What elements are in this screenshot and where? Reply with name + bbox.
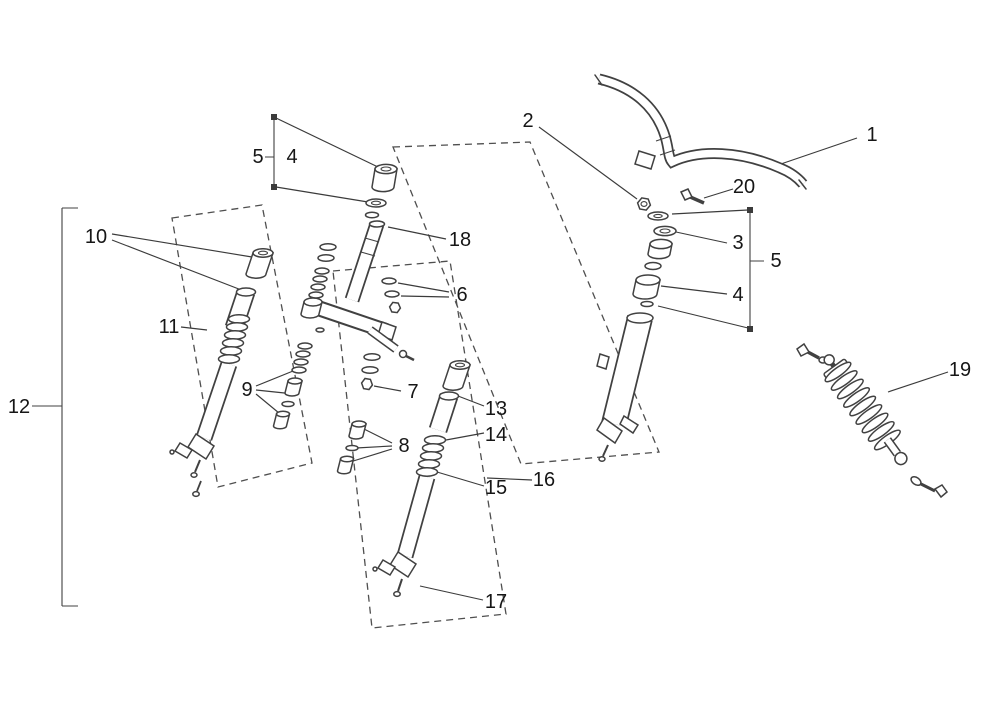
part-label-19: 19 <box>949 359 971 381</box>
group-bracket-5-left <box>265 114 277 190</box>
dashed-region-steering-column <box>392 141 660 465</box>
part-label-1: 1 <box>866 124 877 146</box>
part-label-4-left: 4 <box>286 146 297 168</box>
part-label-14: 14 <box>485 424 507 446</box>
steering-stem-drawing <box>300 220 415 362</box>
part-label-17: 17 <box>485 591 507 613</box>
part-label-5-left: 5 <box>252 146 263 168</box>
part-label-5-right: 5 <box>770 250 781 272</box>
part-label-12: 12 <box>8 396 30 418</box>
small-parts-6-drawing <box>381 277 402 314</box>
part-label-6: 6 <box>456 284 467 306</box>
stem-spacer-stack-drawing <box>308 243 337 299</box>
shock-absorber-drawing <box>796 342 949 499</box>
part-labels: 1 2 3 4 4 5 5 6 7 8 9 10 11 12 13 14 15 … <box>8 110 971 613</box>
part-label-3: 3 <box>732 232 743 254</box>
part-label-9: 9 <box>241 379 252 401</box>
dashed-region-left-fork <box>171 204 313 488</box>
handlebar-drawing <box>594 73 808 190</box>
stem-cap-parts-drawing <box>364 163 398 219</box>
part-label-16: 16 <box>533 469 555 491</box>
part-label-11: 11 <box>159 316 180 338</box>
left-fork-drawing <box>169 248 275 498</box>
part-label-20: 20 <box>733 176 755 198</box>
leader-lines <box>111 117 949 601</box>
part-label-15: 15 <box>485 477 507 499</box>
part-label-7: 7 <box>407 381 418 403</box>
steering-nut-drawing <box>636 197 652 211</box>
part-label-13: 13 <box>485 398 507 420</box>
dashed-region-center-fork <box>332 260 507 629</box>
part-label-10: 10 <box>85 226 107 248</box>
small-parts-8-drawing <box>336 420 367 475</box>
center-fork-drawing <box>372 360 472 598</box>
group-bracket-12 <box>32 207 78 607</box>
part-label-4-right: 4 <box>732 284 743 306</box>
steering-column-drawing <box>596 312 654 462</box>
handlebar-bolt-drawing <box>679 188 705 205</box>
small-parts-9-drawing <box>272 342 313 430</box>
small-parts-7-drawing <box>360 352 381 391</box>
part-label-2: 2 <box>522 110 533 132</box>
steering-bearings-drawing <box>632 211 677 308</box>
group-bracket-5-right <box>747 207 764 332</box>
part-label-8: 8 <box>398 435 409 457</box>
part-label-18: 18 <box>449 229 471 251</box>
